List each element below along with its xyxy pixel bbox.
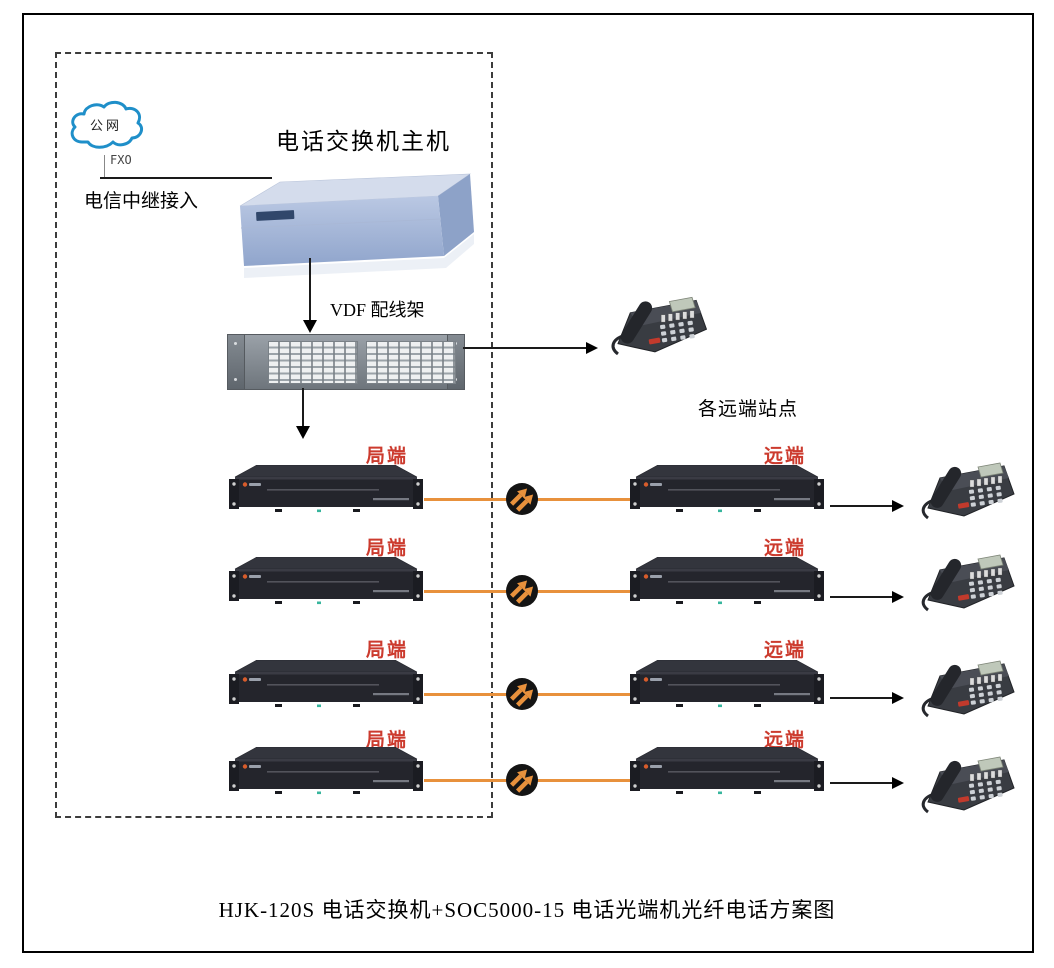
cloud-icon: 公网	[70, 100, 144, 149]
down-arrowhead-icon	[303, 320, 317, 333]
pbx-to-vdf-arrow	[309, 258, 311, 320]
telephone-icon	[921, 755, 1016, 814]
telephone-icon	[921, 461, 1016, 520]
local-terminal-device	[228, 660, 424, 708]
trunk-line	[100, 177, 272, 179]
telephone-icon	[611, 295, 708, 356]
remote-sites-label: 各远端站点	[698, 399, 799, 420]
diagram-caption: HJK-120S 电话交换机+SOC5000-15 电话光端机光纤电话方案图	[218, 898, 836, 922]
device-to-phone-line	[830, 697, 892, 699]
local-end-label: 局端	[365, 538, 408, 559]
right-arrowhead-icon	[892, 692, 904, 704]
local-terminal-device	[228, 557, 424, 605]
fxo-label: FXO	[110, 153, 132, 167]
outer-frame	[22, 13, 1034, 953]
vdf-label: VDF 配线架	[330, 300, 425, 320]
local-terminal-device	[228, 465, 424, 513]
telephone-icon	[921, 659, 1016, 718]
cloud-label: 公网	[90, 118, 122, 133]
vdf-terminal-block	[268, 341, 358, 384]
trunk-access-label: 电信中继接入	[84, 191, 199, 212]
telephone-icon	[921, 553, 1016, 612]
local-end-label: 局端	[365, 730, 408, 751]
fiber-link-icon	[506, 575, 538, 607]
remote-end-label: 远端	[763, 446, 806, 467]
device-to-phone-line	[830, 782, 892, 784]
remote-terminal-device	[629, 557, 825, 605]
cloud-drop-line	[104, 155, 105, 178]
local-terminal-device	[228, 747, 424, 795]
vdf-terminal-block	[366, 341, 456, 384]
vdf-to-phone-line	[463, 347, 587, 349]
right-arrowhead-icon	[892, 777, 904, 789]
device-to-phone-line	[830, 596, 892, 598]
remote-terminal-device	[629, 465, 825, 513]
right-arrowhead-icon	[892, 500, 904, 512]
pbx-site-boundary	[55, 52, 493, 818]
vdf-side-panel	[228, 335, 245, 389]
vdf-down-arrow	[302, 388, 304, 426]
remote-terminal-device	[629, 747, 825, 795]
device-to-phone-line	[830, 505, 892, 507]
fiber-link-icon	[506, 678, 538, 710]
remote-end-label: 远端	[763, 730, 806, 751]
vdf-rack	[227, 334, 465, 390]
remote-terminal-device	[629, 660, 825, 708]
pbx-device	[239, 173, 474, 279]
fiber-link-icon	[506, 764, 538, 796]
local-end-label: 局端	[365, 640, 408, 661]
down-arrowhead-icon	[296, 426, 310, 439]
pbx-title: 电话交换机主机	[276, 129, 451, 154]
remote-end-label: 远端	[763, 538, 806, 559]
fiber-link-icon	[506, 483, 538, 515]
right-arrowhead-icon	[892, 591, 904, 603]
remote-end-label: 远端	[763, 640, 806, 661]
local-end-label: 局端	[365, 446, 408, 467]
right-arrowhead-icon	[586, 342, 598, 354]
